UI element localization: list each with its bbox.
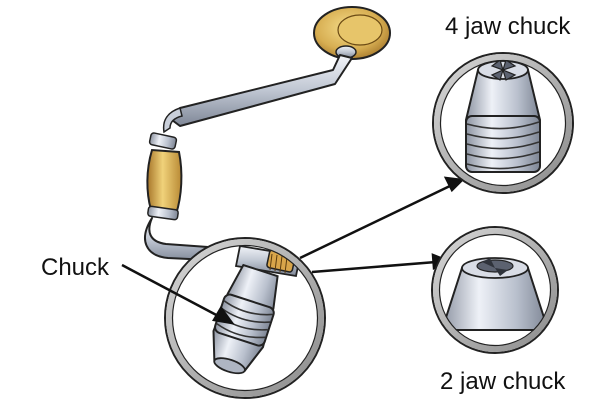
chuck-pointer-head (212, 305, 235, 325)
callout-arrows (121, 176, 465, 325)
chuck-body (212, 263, 279, 375)
arrow-to-4jaw (299, 183, 453, 260)
arrow-to-2jaw (311, 260, 437, 274)
head-knob (313, 6, 391, 60)
two-jaw-chuck-icon (431, 226, 559, 354)
four-jaw-chuck-icon (432, 52, 574, 194)
chuck-magnifier (164, 237, 326, 399)
crank-arm (162, 107, 183, 134)
four-jaw-chuck-label: 4 jaw chuck (445, 13, 571, 40)
brace-tool (144, 6, 391, 263)
chuck-label: Chuck (41, 254, 110, 281)
upper-shaft (171, 54, 353, 127)
wooden-handle (146, 132, 183, 221)
two-jaw-chuck-label: 2 jaw chuck (440, 368, 566, 395)
chuck-pointer-line (121, 263, 223, 320)
arrow-to-4jaw-head (443, 176, 465, 193)
